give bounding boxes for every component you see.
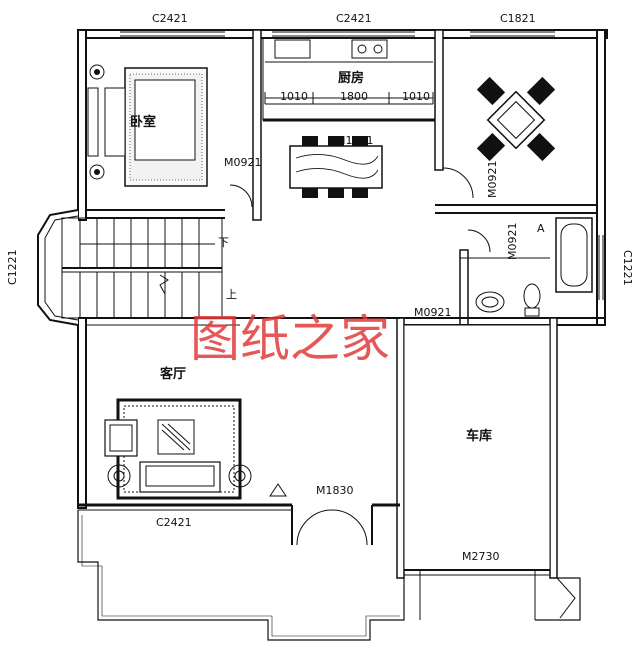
- watermark: 图纸之家: [190, 310, 390, 368]
- label-m0921-bedroom: M0921: [224, 156, 262, 169]
- bath-mark: A: [537, 222, 545, 235]
- label-c2421-top-mid: C2421: [336, 12, 372, 25]
- top-windows: [120, 31, 555, 37]
- label-m1830-main: M1830: [316, 484, 354, 497]
- label-c2421-top-left: C2421: [152, 12, 188, 25]
- bed: [87, 64, 208, 187]
- label-m0921-garage-side: M0921: [414, 306, 452, 319]
- kitchen-fixtures: [264, 39, 434, 105]
- label-m1821-kitchen: M1821: [336, 134, 374, 147]
- dining-table: [289, 136, 383, 198]
- label-c2421-living: C2421: [156, 516, 192, 529]
- label-m0921-bath: M0921: [506, 223, 519, 261]
- room-kitchen: 厨房: [338, 70, 364, 86]
- porch-outline: [77, 510, 581, 641]
- right-window: [598, 235, 604, 300]
- bay-window-left: [37, 209, 79, 326]
- room-bedroom: 卧室: [130, 114, 156, 130]
- room-garage: 车库: [466, 428, 492, 444]
- interior-walls: [86, 29, 605, 579]
- staircase: [61, 217, 223, 319]
- dim-1800: 1800: [340, 90, 368, 103]
- living-furniture: [104, 398, 287, 500]
- outer-walls: [77, 29, 608, 511]
- room-living: 客厅: [160, 366, 186, 382]
- label-c1221-left: C1221: [6, 249, 19, 285]
- label-c1821-top-right: C1821: [500, 12, 536, 25]
- dim-1010-left: 1010: [280, 90, 308, 103]
- stair-up-label: 上: [226, 288, 237, 301]
- label-m0921-dining: M0921: [486, 161, 499, 199]
- dim-1010-right: 1010: [402, 90, 430, 103]
- square-table: [476, 76, 556, 162]
- label-m2730-garage: M2730: [462, 550, 500, 563]
- stair-down-label: 下: [218, 236, 229, 249]
- doors: [229, 167, 491, 546]
- label-c1221-right: C1221: [621, 250, 634, 286]
- bathroom-fixtures: [475, 217, 593, 317]
- garage: [403, 324, 576, 620]
